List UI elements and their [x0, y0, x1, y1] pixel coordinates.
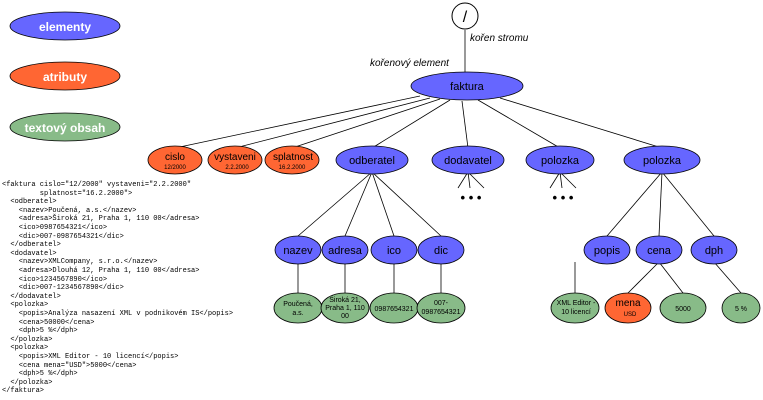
- node-polozka-1-label: polozka: [541, 155, 580, 167]
- text-ico: 0987654321: [369, 292, 419, 324]
- node-nazev-label: nazev: [283, 245, 313, 257]
- xml-line: <polozka>: [2, 301, 49, 310]
- attr-vystaveni-name: vystaveni: [214, 152, 256, 163]
- xml-line: <dic>007-0987654321</dic>: [2, 232, 124, 241]
- node-ico: ico: [370, 235, 418, 265]
- attr-vystaveni-value: 2.2.2000: [225, 165, 249, 171]
- node-odberatel: odberatel: [335, 145, 409, 175]
- root-element-annotation: kořenový element: [370, 58, 450, 69]
- text-dph: 5 %: [721, 292, 761, 324]
- xml-line: <adresa>Široká 21, Praha 1, 110 00</adre…: [2, 215, 200, 224]
- node-ico-label: ico: [387, 245, 401, 257]
- legend-attributes-label: atributy: [43, 70, 87, 84]
- text-adresa-line-2: Praha 1, 110: [325, 305, 365, 312]
- text-cena-line-1: 5000: [675, 306, 691, 313]
- xml-line: <odberatel>: [2, 198, 57, 207]
- legend-text: textový obsah: [9, 112, 121, 142]
- node-nazev: nazev: [274, 235, 322, 265]
- text-dic-line-2: 0987654321: [422, 309, 461, 316]
- node-polozka-1: polozka: [525, 145, 595, 175]
- text-ico-line-1: 0987654321: [375, 306, 414, 313]
- dodavatel-ellipsis: • • •: [461, 190, 482, 205]
- text-adresa-line-1: Široká 21,: [329, 295, 361, 304]
- text-adresa-line-3: 00: [341, 313, 349, 320]
- text-nazev-line-1: Poučená,: [283, 301, 313, 308]
- text-dph-line-1: 5 %: [735, 306, 747, 313]
- text-dic-line-1: 007-: [434, 300, 449, 307]
- attr-mena-name: mena: [615, 298, 640, 309]
- node-dph: dph: [690, 235, 738, 265]
- legend-text-label: textový obsah: [25, 121, 106, 135]
- root-annotation: kořen stromu: [470, 33, 529, 44]
- xml-line: <dph>5 %</dph>: [2, 327, 78, 336]
- node-popis-label: popis: [594, 245, 621, 257]
- legend-elements: elementy: [9, 11, 121, 41]
- attr-splatnost: splatnost 16.2.2000: [264, 145, 320, 175]
- node-polozka-2: polozka: [623, 145, 701, 175]
- node-polozka-2-label: polozka: [643, 155, 682, 167]
- xml-line: <dph>5 %</dph>: [2, 370, 78, 379]
- node-popis: popis: [583, 235, 631, 265]
- text-popis: XML Editor - 10 licencí: [550, 292, 600, 324]
- text-popis-line-2: 10 licencí: [561, 309, 591, 316]
- legend-attributes-swatch: [9, 61, 121, 91]
- text-nazev: Poučená, a.s.: [273, 292, 323, 324]
- attr-mena-value: USD: [624, 312, 637, 318]
- xml-line: splatnost="16.2.2000">: [2, 189, 133, 198]
- attr-splatnost-value: 16.2.2000: [279, 165, 306, 171]
- legend: elementy atributy textový obsah: [9, 11, 121, 142]
- tree-edges: [174, 30, 742, 294]
- legend-text-swatch: [9, 112, 121, 142]
- xml-line: <popis>XML Editor - 10 licencí</popis>: [2, 353, 179, 361]
- polozka-ellipsis: • • •: [553, 190, 574, 205]
- root-label: /: [463, 9, 468, 26]
- legend-elements-swatch: [9, 11, 121, 41]
- xml-line: <polozka>: [2, 344, 49, 353]
- xml-line: <cena mena="USD">5000</cena>: [2, 361, 137, 370]
- xml-line: </dodavatel>: [2, 292, 61, 301]
- node-cena-label: cena: [647, 245, 672, 257]
- xml-line: </polozka>: [2, 335, 53, 344]
- node-adresa: adresa: [321, 235, 369, 265]
- attr-mena: mena USD: [604, 292, 652, 324]
- legend-elements-label: elementy: [39, 20, 91, 34]
- attr-splatnost-name: splatnost: [273, 152, 313, 163]
- text-nazev-line-2: a.s.: [292, 310, 303, 317]
- node-faktura-label: faktura: [450, 81, 485, 93]
- xml-line: <dic>007-1234567890</dic>: [2, 284, 124, 293]
- root-node: /: [451, 2, 479, 30]
- attr-cislo-value: 12/2000: [164, 165, 186, 171]
- xml-line: <nazev>XMLCompany, s.r.o.</nazev>: [2, 258, 158, 267]
- xml-line: <adresa>Dlouhá 12, Praha 1, 110 00</adre…: [2, 267, 200, 275]
- attr-vystaveni: vystaveni 2.2.2000: [207, 145, 263, 175]
- text-dic: 007- 0987654321: [416, 292, 466, 324]
- node-adresa-label: adresa: [328, 245, 363, 257]
- xml-line: <ico>1234567890</ico>: [2, 275, 108, 284]
- node-cena: cena: [635, 235, 683, 265]
- node-odberatel-label: odberatel: [349, 155, 395, 167]
- xml-line: </faktura>: [2, 387, 45, 396]
- xml-line: <dodavatel>: [2, 249, 57, 258]
- attr-cislo: cislo 12/2000: [147, 145, 203, 175]
- text-adresa: Široká 21, Praha 1, 110 00: [320, 292, 370, 324]
- xml-line: </odberatel>: [2, 241, 61, 250]
- node-dic: dic: [417, 235, 465, 265]
- xml-line: <ico>0987654321</ico>: [2, 224, 108, 232]
- xml-line: <faktura cislo="12/2000" vystaveni="2.2.…: [2, 181, 192, 189]
- text-cena: 5000: [659, 292, 707, 324]
- node-dodavatel: dodavatel: [431, 145, 505, 175]
- attr-cislo-name: cislo: [165, 152, 185, 163]
- xml-line: </polozka>: [2, 378, 53, 387]
- node-dodavatel-label: dodavatel: [444, 155, 492, 167]
- xml-line: <cena>50000</cena>: [2, 318, 95, 327]
- node-dic-label: dic: [434, 245, 449, 257]
- xml-line: <nazev>Poučená, a.s.</nazev>: [2, 206, 137, 215]
- xml-line: <popis>Analýza nasazení XML v podnikovém…: [2, 310, 234, 318]
- node-faktura: faktura: [410, 71, 524, 101]
- node-dph-label: dph: [705, 245, 723, 257]
- xml-source-listing: <faktura cislo="12/2000" vystaveni="2.2.…: [2, 182, 267, 398]
- text-popis-line-1: XML Editor -: [557, 300, 596, 307]
- legend-attributes: atributy: [9, 61, 121, 91]
